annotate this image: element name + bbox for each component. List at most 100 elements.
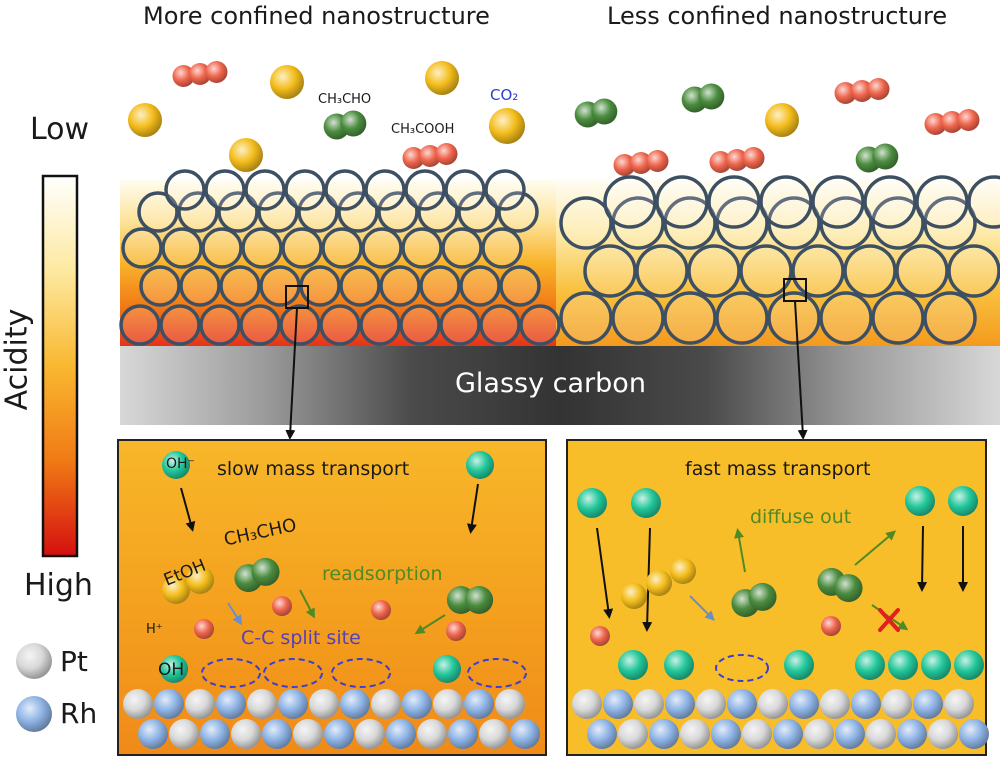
left-surface-atom [154, 689, 184, 719]
left-surface-atom [185, 689, 215, 719]
small-nanosphere [337, 191, 379, 233]
small-nanosphere [164, 169, 206, 211]
small-nanosphere [479, 304, 521, 346]
small-nanosphere [321, 227, 363, 269]
intermediate-atom [272, 596, 292, 616]
large-nanosphere [791, 244, 845, 298]
small-nanosphere [284, 169, 326, 211]
small-nanosphere [377, 191, 419, 233]
large-nanosphere [923, 196, 977, 250]
right-surface-atom [572, 689, 602, 719]
small-nanosphere [481, 227, 523, 269]
right-panel-title: Less confined nanostructure [607, 2, 948, 30]
hydroxide-flux-arrow [180, 487, 196, 532]
small-nanosphere [401, 227, 443, 269]
co2-molecule [425, 61, 459, 95]
glassy-carbon-substrate [120, 345, 1000, 425]
small-nanosphere [244, 169, 286, 211]
right-surface-atom [820, 689, 850, 719]
right-surface-atom [649, 719, 679, 749]
right-surface-atom [727, 689, 757, 719]
large-nanosphere [739, 244, 793, 298]
right-surface-atom [587, 719, 617, 749]
left-surface-atom [309, 689, 339, 719]
split-site-marker [467, 658, 527, 688]
hydroxide-molecule [948, 486, 978, 516]
large-nanosphere [947, 244, 1000, 298]
large-nanosphere [915, 175, 969, 229]
diffuse-out-arrow [734, 528, 746, 573]
right-surface-atom [866, 719, 896, 749]
co2-molecule [128, 103, 162, 137]
right-surface-atom [913, 689, 943, 719]
hydroxide-flux-arrow [596, 527, 614, 619]
acetic-acid-molecule [924, 113, 947, 135]
large-nanosphere [687, 244, 741, 298]
small-nanosphere [241, 227, 283, 269]
left-surface-atom [216, 689, 246, 719]
large-nanosphere [663, 291, 717, 345]
diffuse-out-arrow [854, 530, 897, 566]
adsorbed-oh-molecule [433, 655, 461, 683]
large-nanosphere [715, 196, 769, 250]
acetic-acid-molecule [709, 151, 732, 173]
small-nanosphere [179, 265, 221, 307]
large-nanosphere [655, 175, 709, 229]
acetic-acid-molecule [172, 65, 195, 87]
co2-label: CO₂ [490, 86, 519, 104]
left-surface-atom [123, 689, 153, 719]
right-surface-atom [665, 689, 695, 719]
small-nanosphere [339, 265, 381, 307]
small-nanosphere [279, 304, 321, 346]
hydroxide-label: OH⁻ [166, 456, 195, 472]
left-surface-atom [293, 719, 323, 749]
adsorbed-oh-molecule [664, 650, 694, 680]
large-nanosphere [583, 244, 637, 298]
adsorbed-oh-molecule [784, 650, 814, 680]
acetic-acid-molecule [435, 143, 458, 165]
acetic-acid-molecule [851, 80, 873, 102]
large-nanosphere [923, 291, 977, 345]
hydroxide-molecule [466, 451, 494, 479]
adsorbed-oh-molecule [160, 655, 188, 683]
right-surface-atom [959, 719, 989, 749]
left-surface-atom [510, 719, 540, 749]
left-surface-atom [386, 719, 416, 749]
zoom-arrow-left [285, 307, 298, 440]
adsorbed-oh-molecule [888, 650, 918, 680]
blocked-mark-x [878, 608, 900, 632]
small-nanosphere [444, 169, 486, 211]
right-surface-atom [634, 689, 664, 719]
left-surface-atom [324, 719, 354, 749]
ethanol-adsorption-arrow [689, 595, 715, 621]
acetaldehyde-molecule [251, 557, 280, 586]
large-nanosphere [863, 175, 917, 229]
small-nanosphere [204, 169, 246, 211]
split-site-marker [715, 654, 769, 682]
left-surface-atom [138, 719, 168, 749]
slow-transport-label: slow mass transport [217, 458, 410, 480]
acetic-acid-molecule [646, 150, 669, 172]
ethanol-atom [646, 570, 672, 596]
small-nanosphere [161, 227, 203, 269]
left-surface-atom [262, 719, 292, 749]
right-surface-atom [680, 719, 710, 749]
small-nanosphere [137, 191, 179, 233]
acetic-acid-molecule [613, 154, 636, 176]
small-nanosphere [199, 304, 241, 346]
acetic-acid-label: CH₃COOH [391, 122, 455, 137]
left-surface-atom [247, 689, 277, 719]
acetic-acid-molecule [726, 149, 748, 171]
large-nanosphere [811, 175, 865, 229]
readsorption-arrow [414, 614, 446, 635]
small-nanosphere [119, 304, 161, 346]
split-site-marker [263, 658, 323, 688]
small-nanosphere [484, 169, 526, 211]
right-surface-atom [928, 719, 958, 749]
adsorbed-oh-molecule [855, 650, 885, 680]
acetic-acid-molecule [742, 147, 765, 169]
split-site-marker [331, 658, 391, 688]
large-nanosphere [767, 196, 821, 250]
ethanol-atom [186, 566, 214, 594]
